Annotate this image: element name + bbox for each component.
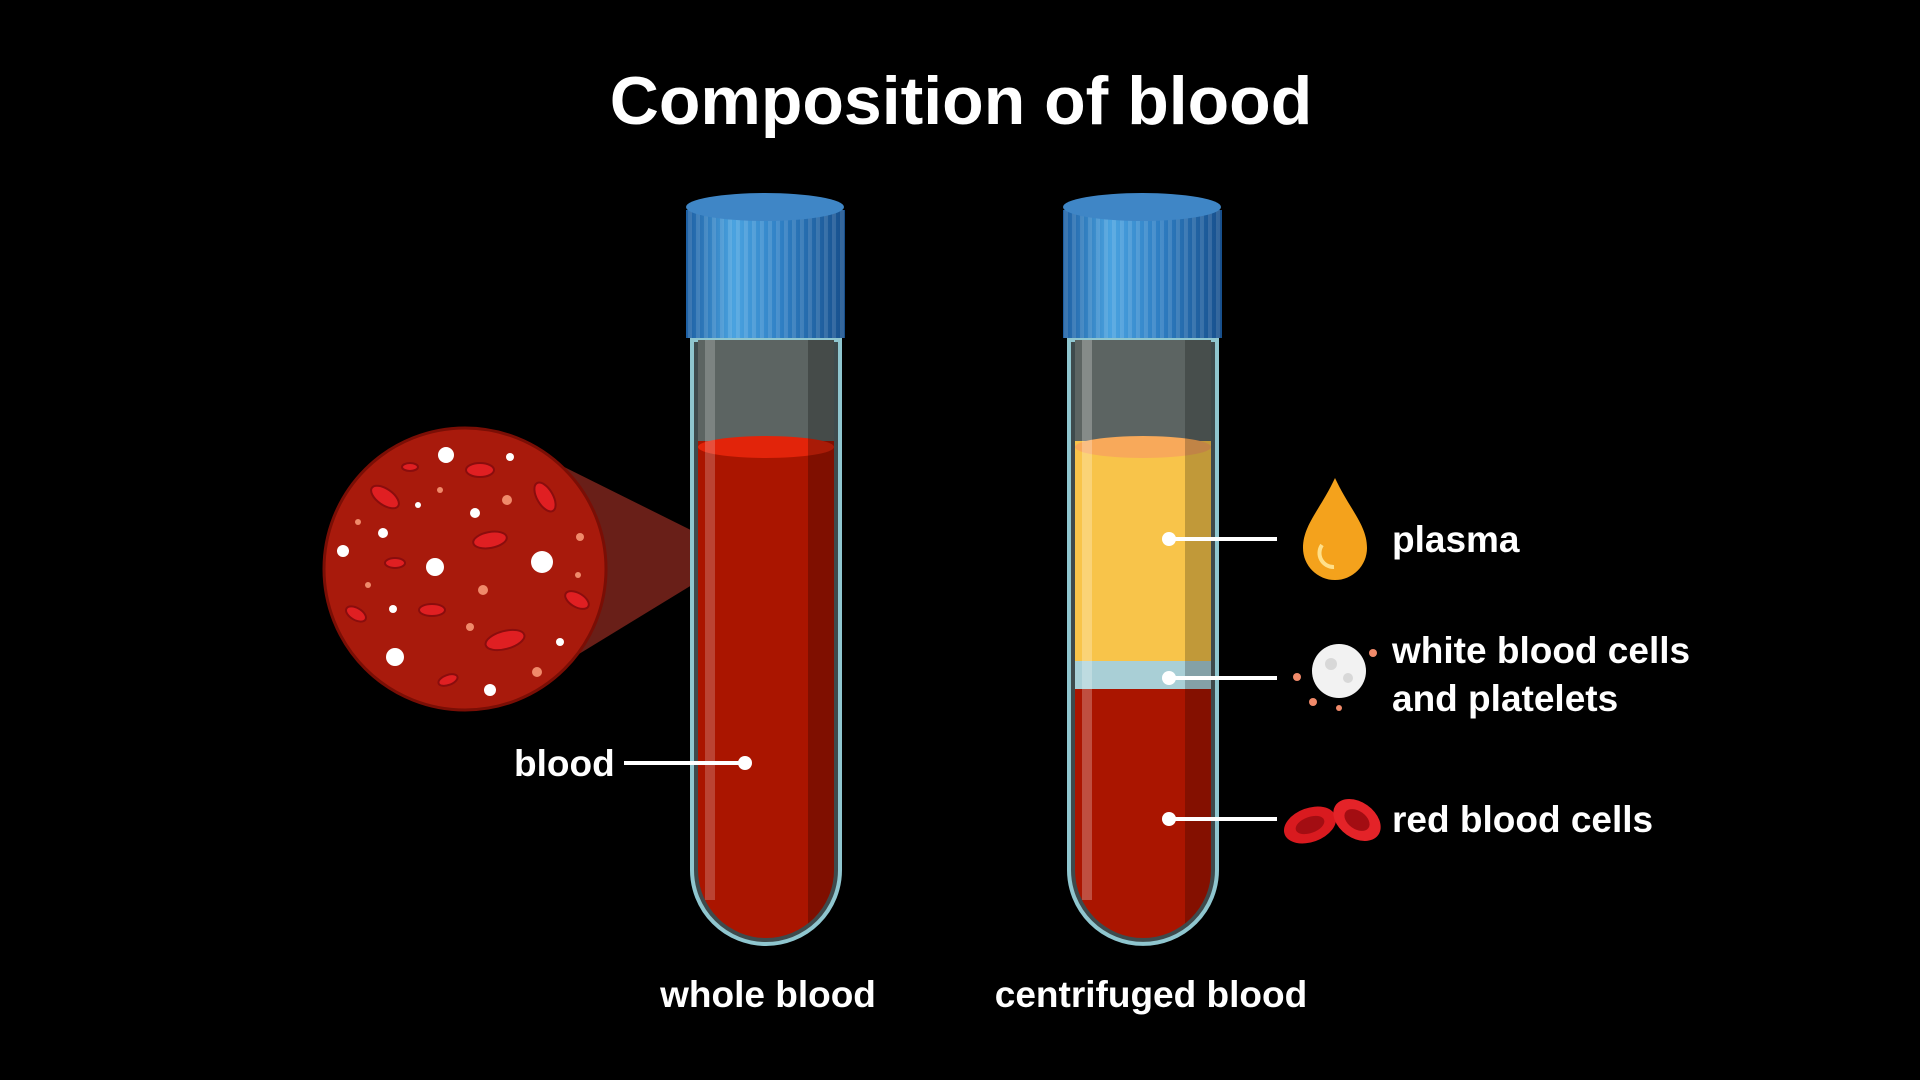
red-cell-layer [1075, 689, 1211, 938]
plasma-label: plasma [1392, 519, 1520, 560]
leader-lines [624, 532, 1277, 826]
plasma-drop-icon [1303, 478, 1367, 580]
plasma-layer [1075, 441, 1211, 661]
white-blood-cell-icon [1293, 644, 1377, 711]
white-blood-cells-label-line2: and platelets [1392, 678, 1618, 719]
centrifuged-blood-tube [1063, 193, 1222, 946]
diagram-title: Composition of blood [610, 63, 1313, 139]
magnified-blood-view [322, 426, 608, 712]
red-blood-cells-icon [1283, 799, 1381, 844]
whole-blood-caption: whole blood [659, 974, 876, 1015]
whole-blood-fill [698, 441, 834, 938]
red-blood-cells-label: red blood cells [1392, 799, 1653, 840]
blood-label: blood [514, 743, 615, 784]
centrifuged-blood-caption: centrifuged blood [995, 974, 1307, 1015]
white-blood-cells-label-line1: white blood cells [1391, 630, 1690, 671]
buffy-coat-layer [1075, 661, 1211, 689]
whole-blood-tube [686, 193, 845, 946]
